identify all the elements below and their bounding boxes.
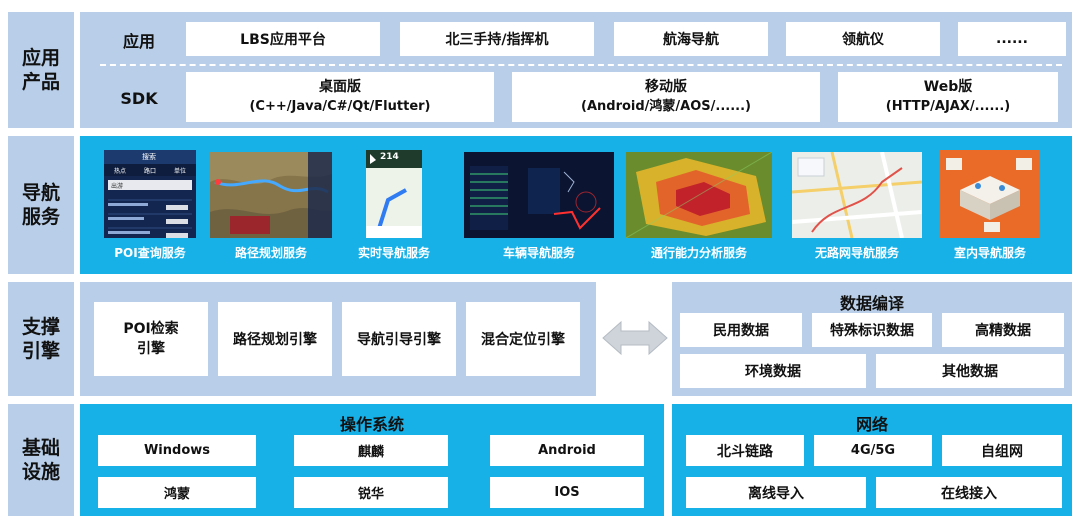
compile-title: 数据编译 <box>839 294 904 313</box>
os-windows: Windows <box>98 435 256 466</box>
indoor-map-svg <box>940 150 1040 238</box>
os-kylin: 麒麟 <box>294 435 448 466</box>
nav-caption-offroad: 无路网导航服务 <box>814 246 899 260</box>
nav-caption-passability: 通行能力分析服务 <box>650 246 747 260</box>
layer-label-engine: 支撑 引擎 <box>8 282 74 396</box>
sdk-sub-label: SDK <box>120 88 158 108</box>
net-adhoc: 自组网 <box>942 435 1062 466</box>
sdk-box-desktop: 桌面版 (C++/Java/C#/Qt/Flutter) <box>186 72 494 122</box>
os-android: Android <box>490 435 644 466</box>
sdk-web-detail: (HTTP/AJAX/......) <box>885 99 1011 114</box>
compile-civil: 民用数据 <box>680 313 802 347</box>
engine-positioning: 混合定位引擎 <box>466 302 580 376</box>
indoor-service-image <box>940 150 1040 238</box>
compile-environment: 环境数据 <box>680 354 866 388</box>
realtime-phone-svg <box>366 150 422 238</box>
app-box-navigator: 领航仪 <box>786 22 940 56</box>
compile-hd: 高精数据 <box>942 313 1064 347</box>
sdk-desktop-detail: (C++/Java/C#/Qt/Flutter) <box>249 99 431 114</box>
poi-service-image: 搜索 热点 路口 单位 出游 <box>104 150 196 238</box>
poi-phone-svg <box>104 150 196 238</box>
engine-poi: POI检索 引擎 <box>94 302 208 376</box>
sdk-desktop-name: 桌面版 <box>319 79 361 95</box>
realtime-service-image: 214 <box>366 150 422 238</box>
offroad-map-svg <box>792 152 922 238</box>
layer-label-app: 应用 产品 <box>8 12 74 128</box>
nav-caption-route: 路径规划服务 <box>234 246 307 260</box>
sdk-mobile-detail: (Android/鸿蒙/AOS/......) <box>581 99 751 114</box>
double-arrow-icon <box>602 320 668 356</box>
realtime-thumb-distance: 214 <box>380 152 399 162</box>
app-box-handheld: 北三手持/指挥机 <box>400 22 594 56</box>
passability-map-svg <box>626 152 772 238</box>
vehicle-service-image <box>464 152 614 238</box>
poi-thumb-title: 搜索 <box>142 153 156 161</box>
compile-special: 特殊标识数据 <box>812 313 932 347</box>
os-ios: IOS <box>490 477 644 508</box>
passability-service-image <box>626 152 772 238</box>
nav-caption-poi: POI查询服务 <box>114 246 186 260</box>
os-harmony: 鸿蒙 <box>98 477 256 508</box>
sdk-web-name: Web版 <box>923 79 973 95</box>
layer-label-infra: 基础 设施 <box>8 404 74 516</box>
engine-route: 路径规划引擎 <box>218 302 332 376</box>
nav-caption-indoor: 室内导航服务 <box>953 246 1026 260</box>
net-beidou: 北斗链路 <box>686 435 804 466</box>
os-ruihua: 锐华 <box>294 477 448 508</box>
offroad-service-image <box>792 152 922 238</box>
nav-caption-realtime: 实时导航服务 <box>357 246 430 260</box>
app-box-lbs: LBS应用平台 <box>186 22 380 56</box>
net-4g5g: 4G/5G <box>814 435 932 466</box>
net-online-access: 在线接入 <box>876 477 1062 508</box>
app-divider <box>100 64 1062 66</box>
poi-thumb-query: 出游 <box>111 183 124 190</box>
compile-other: 其他数据 <box>876 354 1064 388</box>
route-service-image <box>210 152 332 238</box>
layer-label-nav: 导航 服务 <box>8 136 74 274</box>
net-offline-import: 离线导入 <box>686 477 866 508</box>
engine-guidance: 导航引导引擎 <box>342 302 456 376</box>
route-map-svg <box>210 152 332 238</box>
app-sub-label: 应用 <box>122 32 155 51</box>
vehicle-ui-svg <box>464 152 614 238</box>
poi-thumb-tab-3: 单位 <box>174 168 187 175</box>
os-title: 操作系统 <box>339 415 404 434</box>
poi-thumb-tab-2: 路口 <box>144 168 157 175</box>
app-box-marine: 航海导航 <box>614 22 768 56</box>
sdk-mobile-name: 移动版 <box>645 79 687 95</box>
nav-caption-vehicle: 车辆导航服务 <box>502 246 575 260</box>
sdk-box-web: Web版 (HTTP/AJAX/......) <box>838 72 1058 122</box>
app-box-more: ...... <box>958 22 1066 56</box>
sdk-box-mobile: 移动版 (Android/鸿蒙/AOS/......) <box>512 72 820 122</box>
poi-thumb-tab-1: 热点 <box>114 168 127 175</box>
network-title: 网络 <box>855 415 888 434</box>
